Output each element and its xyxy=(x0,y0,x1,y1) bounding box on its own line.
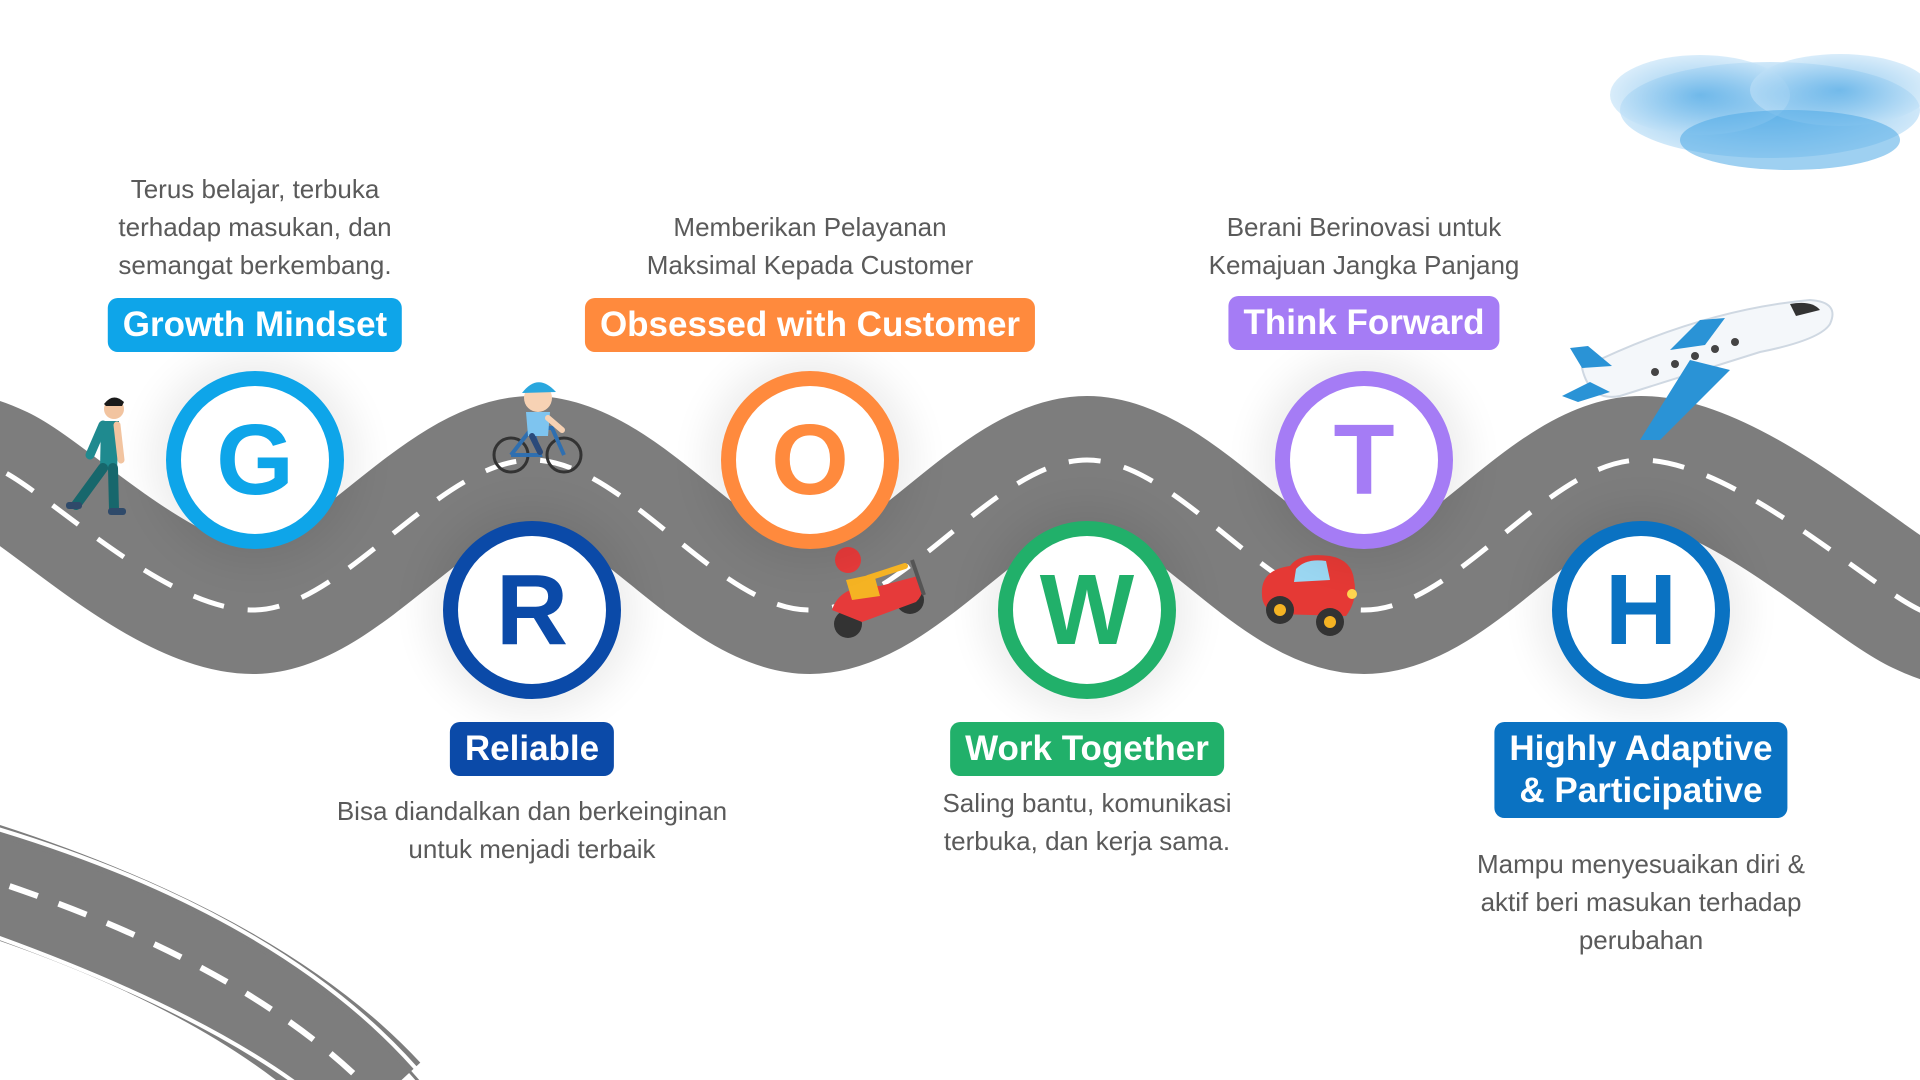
letter-r: R xyxy=(495,554,569,666)
cloud-icon xyxy=(1610,54,1920,170)
letter-circle-r: R xyxy=(443,521,621,699)
value-title-g: Growth Mindset xyxy=(107,298,403,352)
value-description-line: Berani Berinovasi untuk xyxy=(1226,212,1502,242)
letter-circle-g: G xyxy=(166,371,344,549)
value-description-line: Mampu menyesuaikan diri & xyxy=(1476,849,1806,879)
value-title-line: Obsessed with Customer xyxy=(599,305,1021,344)
value-description-line: Bisa diandalkan dan berkeinginan xyxy=(336,796,728,826)
value-description-line: terhadap masukan, dan xyxy=(118,212,392,242)
value-description-w: Saling bantu, komunikasi terbuka, dan ker… xyxy=(877,784,1297,860)
letter-h: H xyxy=(1604,554,1678,666)
value-title-line: & Participative xyxy=(1519,771,1763,810)
value-title-h: Highly Adaptive& Participative xyxy=(1494,722,1788,818)
cyclist-icon xyxy=(492,382,583,474)
letter-circle-w: W xyxy=(998,521,1176,699)
value-title-line: Think Forward xyxy=(1243,303,1485,342)
letter-t: T xyxy=(1333,404,1395,516)
value-title-r: Reliable xyxy=(449,722,615,776)
value-description-line: terbuka, dan kerja sama. xyxy=(943,826,1231,856)
letter-circle-o: O xyxy=(721,371,899,549)
scooter-rider-icon xyxy=(832,547,926,638)
value-description-line: perubahan xyxy=(1578,925,1704,955)
winding-road xyxy=(0,396,1920,680)
curved-road-corner xyxy=(0,825,429,1080)
letter-o: O xyxy=(771,404,849,516)
value-title-line: Work Together xyxy=(965,729,1209,768)
value-description-g: Terus belajar, terbuka terhadap masukan, … xyxy=(45,170,465,284)
letter-g: G xyxy=(216,404,294,516)
value-description-h: Mampu menyesuaikan diri & aktif beri masu… xyxy=(1431,845,1851,959)
value-description-line: aktif beri masukan terhadap xyxy=(1480,887,1802,917)
letter-circle-t: T xyxy=(1275,371,1453,549)
value-description-line: Memberikan Pelayanan xyxy=(673,212,947,242)
value-title-line: Growth Mindset xyxy=(122,305,388,344)
letter-circle-h: H xyxy=(1552,521,1730,699)
value-title-line: Reliable xyxy=(464,729,600,768)
red-car-icon xyxy=(1261,555,1357,636)
letter-w: W xyxy=(1039,554,1135,666)
value-title-w: Work Together xyxy=(950,722,1224,776)
value-description-line: Terus belajar, terbuka xyxy=(130,174,380,204)
value-description-line: untuk menjadi terbaik xyxy=(408,834,656,864)
airplane-icon xyxy=(1562,298,1834,440)
walking-person-icon xyxy=(66,397,126,515)
value-title-line: Highly Adaptive xyxy=(1509,729,1773,768)
value-description-line: Kemajuan Jangka Panjang xyxy=(1208,250,1520,280)
value-title-o: Obsessed with Customer xyxy=(584,298,1036,352)
value-description-r: Bisa diandalkan dan berkeinginan untuk me… xyxy=(322,792,742,868)
value-description-line: Saling bantu, komunikasi xyxy=(942,788,1232,818)
value-description-line: Maksimal Kepada Customer xyxy=(646,250,974,280)
value-title-t: Think Forward xyxy=(1228,296,1500,350)
value-description-line: semangat berkembang. xyxy=(118,250,392,280)
